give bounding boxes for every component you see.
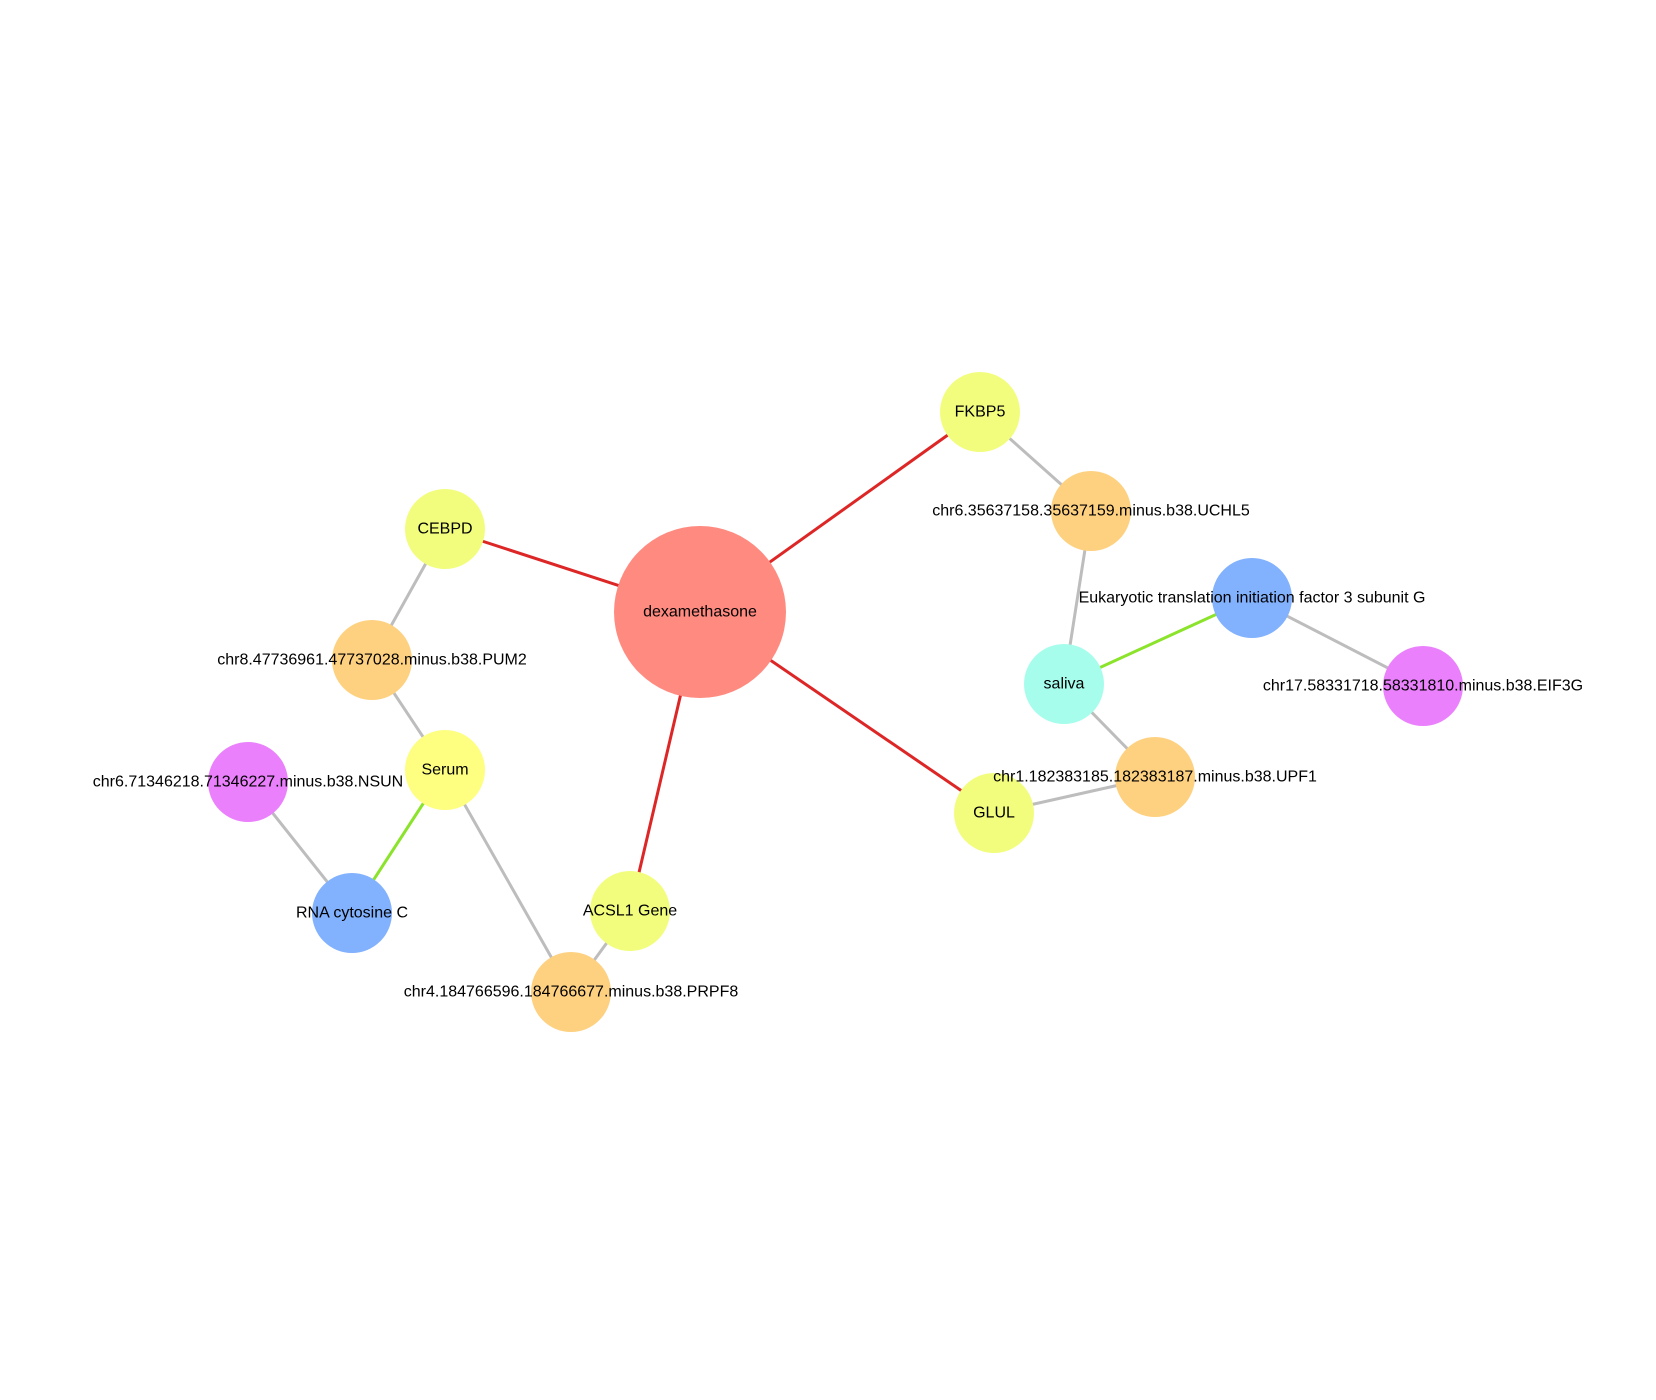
node-saliva[interactable]	[1024, 644, 1104, 724]
node-acsl1[interactable]	[590, 871, 670, 951]
node-upf1[interactable]	[1115, 737, 1195, 817]
node-serum[interactable]	[405, 730, 485, 810]
node-nsun[interactable]	[208, 742, 288, 822]
node-dexamethasone[interactable]	[614, 526, 786, 698]
node-eif3g-protein[interactable]	[1212, 558, 1292, 638]
node-rna-cytosine[interactable]	[312, 873, 392, 953]
node-glul[interactable]	[954, 773, 1034, 853]
edge-serum-prpf8	[443, 768, 573, 994]
node-prpf8[interactable]	[531, 952, 611, 1032]
node-pum2[interactable]	[332, 620, 412, 700]
nodes-layer	[208, 372, 1463, 1032]
node-fkbp5[interactable]	[940, 372, 1020, 452]
node-cebpd[interactable]	[405, 489, 485, 569]
node-eif3g-probe[interactable]	[1383, 646, 1463, 726]
node-uchl5[interactable]	[1051, 471, 1131, 551]
